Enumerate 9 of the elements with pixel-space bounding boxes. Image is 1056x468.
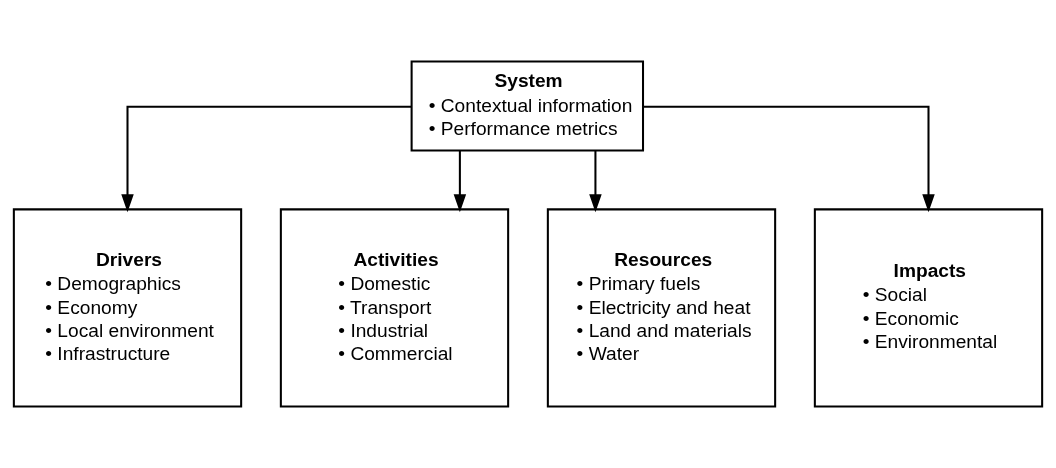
arrow [589,150,602,213]
node-box: Impacts • Social • Economic • Environmental [813,208,1044,408]
arrow [643,105,935,213]
node-box: System • Contextual information • Performance metrics [410,60,645,152]
arrow [121,105,412,213]
node-box: Resources • Primary fuels • Electricity and heat • Land and materials • Water [546,208,777,408]
node-box: Activities • Domestic • Transport • Industrial • Commercial [279,208,510,408]
node-box: Drivers • Demographics • Economy • Local environment • Infrastructure [12,208,243,408]
arrow [453,150,467,213]
